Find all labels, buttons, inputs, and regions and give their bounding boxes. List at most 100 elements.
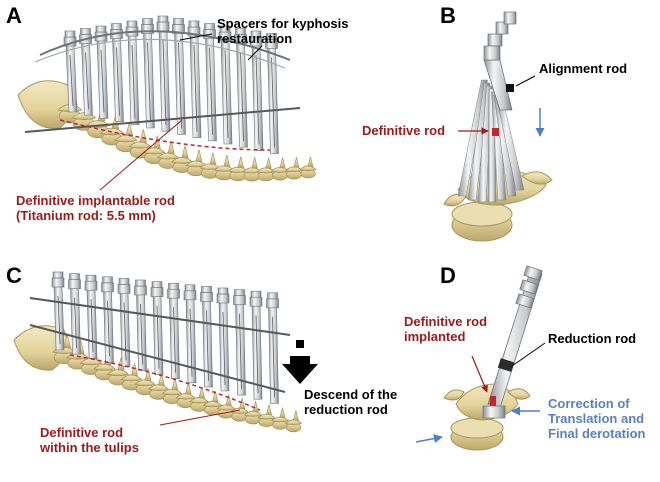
screw-tower xyxy=(266,292,279,404)
vertebra xyxy=(270,157,290,181)
screw-tower xyxy=(68,273,81,355)
definitive-rod-marker-b xyxy=(492,128,499,136)
screw-tower xyxy=(172,18,186,135)
label-descend-reduction-rod: Descend of the reduction rod xyxy=(304,387,397,417)
panel-letter-a: A xyxy=(6,3,22,28)
vertebra xyxy=(142,135,166,165)
label-spacers-line1: Spacers for kyphosis xyxy=(217,16,349,31)
label-tulips-line2: within the tulips xyxy=(40,440,139,455)
alignment-leader-b xyxy=(515,75,536,87)
label-correction-line2: Translation and xyxy=(548,411,645,426)
reduction-leader-d xyxy=(511,342,546,367)
rod-leader-a xyxy=(99,119,183,191)
vertebra xyxy=(299,156,317,179)
screw-tower xyxy=(79,28,93,116)
vertebra xyxy=(199,152,221,179)
label-implanted-line1: Definitive rod xyxy=(404,314,488,329)
panel-a-illustration xyxy=(17,15,317,191)
label-correction-line3: Final derotation xyxy=(548,426,646,441)
screw-tower xyxy=(249,290,263,400)
vertebra xyxy=(147,373,170,400)
screw-tower xyxy=(63,30,78,113)
label-correction-translation-derotation: Correction of Translation and Final dero… xyxy=(548,396,646,441)
spacer-leader-a-2 xyxy=(247,45,263,61)
screw-tower xyxy=(117,278,131,367)
definitive-rod-c xyxy=(69,354,261,411)
spacer-leader-a xyxy=(179,33,213,41)
panel-d-illustration xyxy=(415,265,546,451)
screw-towers-b xyxy=(457,59,525,203)
vertebra xyxy=(156,140,180,169)
vertebra xyxy=(161,378,183,405)
label-descend-line1: Descend of the xyxy=(304,387,398,402)
vertebra xyxy=(120,363,143,391)
screw-tower xyxy=(234,28,248,148)
screw-tower xyxy=(141,18,155,129)
label-spacers-kyphosis: Spacers for kyphosis restauration xyxy=(217,16,349,46)
straight-rod-a xyxy=(24,107,301,133)
screw-tower xyxy=(84,274,98,359)
label-tulips-line1: Definitive rod xyxy=(40,425,124,440)
curved-spacer-rod-a-2 xyxy=(34,38,286,69)
label-descend-line2: reduction rod xyxy=(304,402,388,417)
vertebra xyxy=(229,397,250,422)
descend-arrow xyxy=(282,356,318,384)
spine-a xyxy=(17,80,317,182)
screw-towers-c xyxy=(51,271,279,404)
screw-tower xyxy=(218,25,233,145)
screw-tower xyxy=(265,33,279,154)
correction-arrow-left-d xyxy=(415,434,443,443)
vertebra xyxy=(256,157,276,182)
screw-tower xyxy=(125,20,140,126)
vertebra xyxy=(284,157,304,180)
label-definitive-rod-b: Definitive rod xyxy=(362,123,446,138)
panel-letter-c: C xyxy=(6,263,22,288)
label-implanted-line2: implanted xyxy=(404,329,466,344)
label-spacers-line2: restauration xyxy=(217,31,293,46)
tulips-leader-c xyxy=(159,409,241,426)
vertebra xyxy=(228,156,248,182)
descend-arrow-dot xyxy=(296,340,304,348)
vertebra xyxy=(271,407,289,430)
screw-tower xyxy=(101,276,114,363)
screw-tower xyxy=(249,30,264,151)
definitive-rod-a xyxy=(59,119,271,151)
screw-tower xyxy=(150,281,164,375)
label-correction-line1: Correction of xyxy=(548,396,630,411)
lower-rod-c xyxy=(29,324,286,393)
panel-c-illustration xyxy=(13,271,318,433)
panel-letter-d: D xyxy=(440,263,456,288)
screw-tower xyxy=(203,23,217,142)
implanted-leader-d xyxy=(471,355,488,393)
fan-tower xyxy=(457,79,488,197)
screw-tower xyxy=(134,279,147,371)
screw-towers-a xyxy=(63,15,279,154)
label-definitive-implantable-rod: Definitive implantable rod (Titanium rod… xyxy=(16,193,175,223)
vertebra xyxy=(106,357,130,386)
vertebra xyxy=(134,368,156,396)
screw-tower xyxy=(233,289,246,396)
panel-b-illustration xyxy=(443,11,553,242)
label-rod-line1: Definitive implantable rod xyxy=(16,193,175,208)
spine-c xyxy=(13,325,303,433)
upper-rod-c xyxy=(29,297,291,336)
vertebra xyxy=(171,145,193,173)
panel-letter-b: B xyxy=(440,3,456,28)
label-alignment-rod: Alignment rod xyxy=(539,61,628,76)
reduction-rod-d xyxy=(482,265,543,419)
vertebra xyxy=(128,129,152,159)
screw-tower xyxy=(94,25,109,119)
vertebra xyxy=(52,334,76,364)
alignment-marker-b xyxy=(506,84,514,92)
screw-tower xyxy=(156,15,171,132)
label-rod-line2: (Titanium rod: 5.5 mm) xyxy=(16,208,156,223)
screw-tower xyxy=(110,23,124,122)
definitive-rod-marker-d xyxy=(490,396,496,406)
vertebra xyxy=(257,404,276,428)
curved-spacer-rod-a xyxy=(39,30,291,61)
vertebra xyxy=(284,410,303,433)
label-rod-within-tulips: Definitive rod within the tulips xyxy=(40,425,139,455)
label-definitive-rod-implanted: Definitive rod implanted xyxy=(404,314,487,344)
vertebra xyxy=(243,401,263,425)
